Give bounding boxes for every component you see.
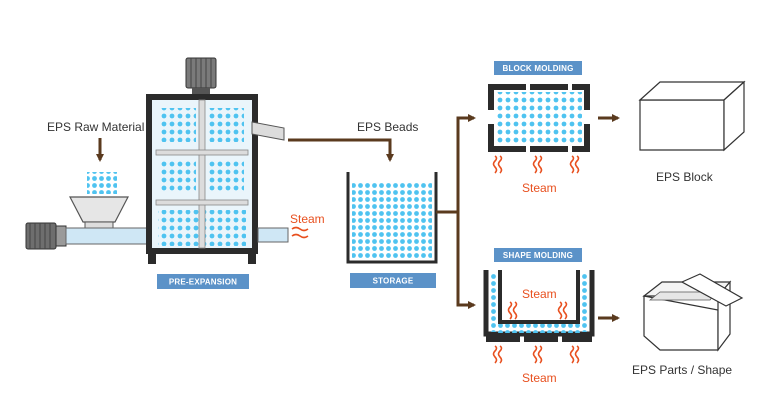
hopper-icon <box>69 196 129 231</box>
motor-icon <box>25 222 67 250</box>
beads-label: EPS Beads <box>357 120 418 134</box>
outlet-chute <box>251 121 285 141</box>
steam-wave-icon <box>291 226 309 239</box>
feed-pipe <box>65 227 153 245</box>
pre-expansion-badge <box>157 274 249 289</box>
shape-molding-badge <box>494 248 582 262</box>
eps-block-icon <box>638 80 746 152</box>
raw-bead-block <box>87 172 117 194</box>
storage-badge <box>350 273 436 288</box>
pre-expansion-badge-text: PRE-EXPANSION <box>169 278 237 287</box>
shape-steam-bottom-label: Steam <box>522 371 557 385</box>
eps-parts-label: EPS Parts / Shape <box>632 363 732 377</box>
shape-molding-badge-text: SHAPE MOLDING <box>503 251 573 260</box>
pre-expander-vessel <box>146 94 258 264</box>
eps-box-icon <box>642 273 744 352</box>
top-motor-icon <box>185 57 217 94</box>
block-steam-label: Steam <box>522 181 557 195</box>
shape-mold <box>483 270 595 342</box>
block-mold <box>488 84 590 152</box>
block-molding-badge <box>494 61 582 75</box>
block-molding-badge-text: BLOCK MOLDING <box>502 64 573 73</box>
eps-block-label: EPS Block <box>656 170 714 184</box>
steam-pipe <box>257 227 289 243</box>
beads-arrow <box>288 138 394 162</box>
raw-material-label: EPS Raw Material <box>47 120 144 134</box>
pre-expansion-steam-label: Steam <box>290 212 325 226</box>
block-steam-icon <box>492 155 580 174</box>
shape-steam-top-label: Steam <box>522 287 557 301</box>
branch-arrows <box>436 114 476 309</box>
storage-badge-text: STORAGE <box>373 277 414 286</box>
storage-bin <box>346 172 438 264</box>
